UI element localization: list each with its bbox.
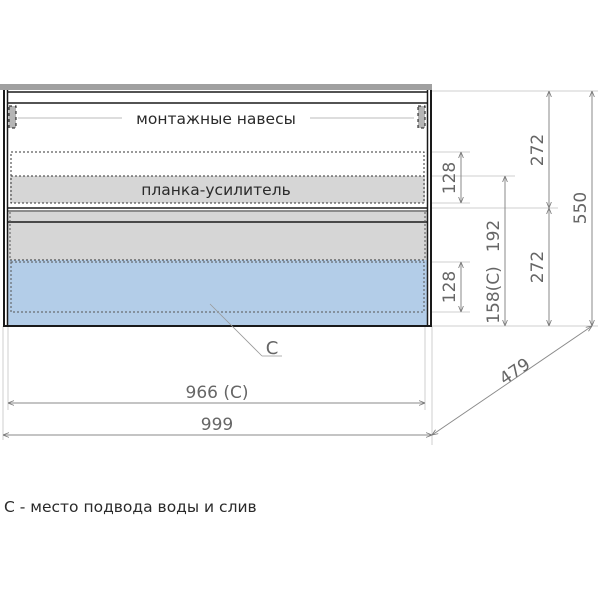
vertical-dimensions — [461, 91, 592, 326]
dim-upper-handle-zone: 128 — [440, 162, 460, 194]
connection-leader — [209, 303, 263, 357]
connection-zone — [8, 260, 427, 325]
legend-note: C - место подвода воды и слив — [4, 498, 257, 516]
dim-lower-drawer: 272 — [528, 251, 548, 283]
dim-connection-height: 158(C) — [484, 266, 504, 324]
hanger-left — [8, 105, 17, 129]
dim-total-height: 550 — [571, 192, 591, 224]
dim-upper-drawer: 272 — [528, 134, 548, 166]
top-panel — [0, 84, 432, 90]
label-reinforcement-bar: планка-усилитель — [141, 181, 290, 199]
dim-connection-width: 966 (C) — [186, 383, 249, 403]
hanger-right — [417, 105, 426, 129]
dim-lower-handle-zone: 128 — [440, 271, 460, 303]
reinforcement-bar — [10, 176, 425, 203]
label-connection-marker: C — [266, 338, 279, 359]
dim-total-width: 999 — [201, 415, 233, 435]
vertical-dimension-labels: 128 192 272 272 550 128 158(C) — [440, 134, 591, 324]
horizontal-dimensions — [3, 326, 592, 435]
dim-mid-span: 192 — [484, 220, 504, 252]
cabinet-body — [3, 90, 432, 327]
label-mounting-hangers: монтажные навесы — [136, 110, 296, 128]
extension-lines — [2, 90, 598, 445]
dim-depth: 479 — [496, 354, 534, 389]
